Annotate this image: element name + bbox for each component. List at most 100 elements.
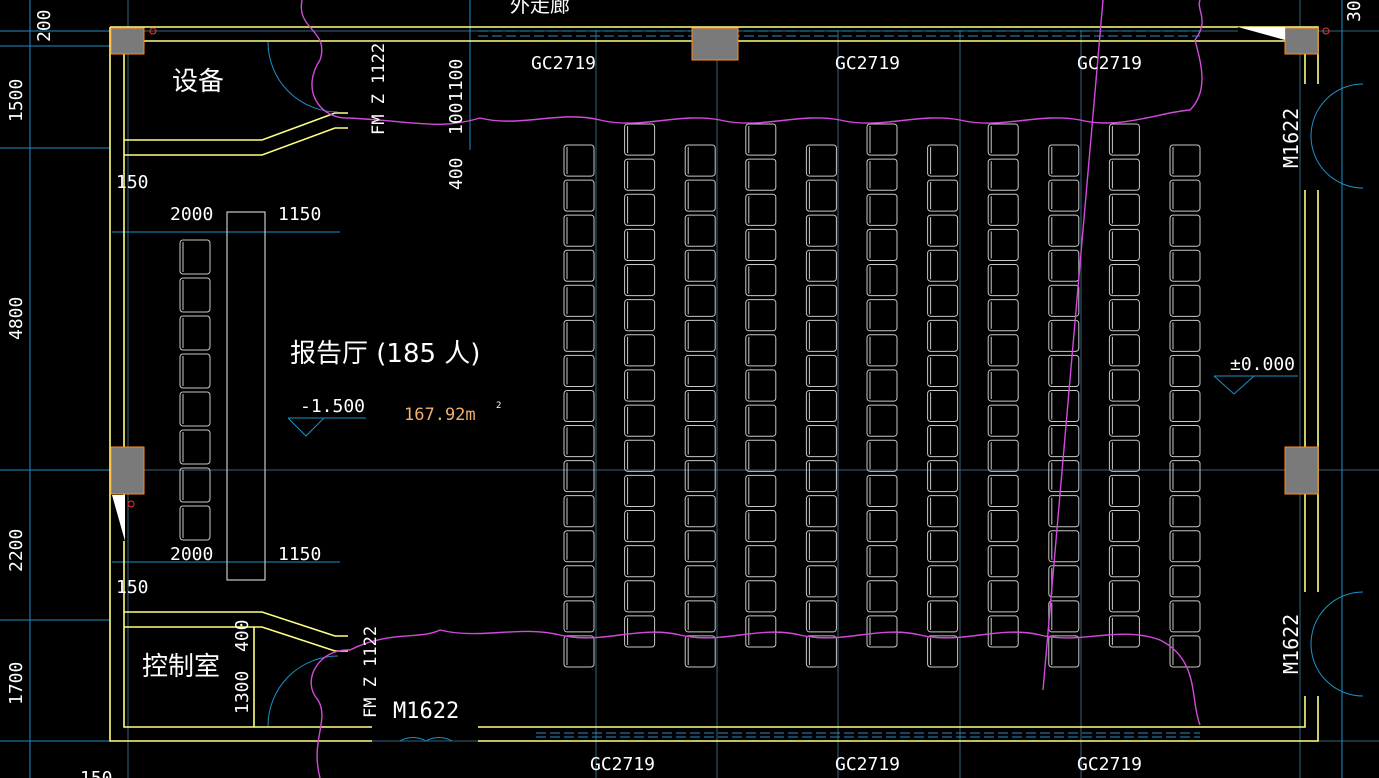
stage-seat	[179, 429, 211, 465]
seat	[987, 123, 1019, 156]
seat	[1048, 284, 1080, 317]
seat	[1108, 299, 1140, 332]
seat	[927, 425, 959, 458]
seat	[805, 495, 837, 528]
label-door-bottom: M1622	[393, 699, 459, 724]
seat	[745, 158, 777, 191]
seat	[1169, 425, 1201, 458]
dim-stage-bottom-1150: 1150	[278, 544, 321, 565]
seat	[745, 228, 777, 262]
seat	[866, 439, 898, 472]
seat	[987, 299, 1019, 332]
seat	[1108, 474, 1140, 507]
dim-control-1300: 1300	[232, 671, 253, 714]
seat	[987, 615, 1019, 648]
seat	[987, 474, 1019, 507]
seat	[987, 509, 1019, 543]
audience-seating	[563, 123, 1201, 668]
seat	[624, 193, 656, 226]
label-top-corridor: 外走廊	[510, 0, 570, 17]
seat	[805, 389, 837, 423]
seat	[987, 439, 1019, 472]
seat	[987, 193, 1019, 226]
stage-seat	[179, 315, 211, 351]
level-markers	[287, 375, 1298, 437]
seat	[866, 404, 898, 437]
seat	[1169, 460, 1201, 493]
seat	[866, 264, 898, 297]
dim-stage-top-150: 150	[116, 172, 149, 193]
seat	[563, 635, 595, 668]
seat	[927, 249, 959, 282]
seat	[684, 179, 716, 212]
level-hall: -1.500	[300, 396, 365, 417]
seat	[866, 369, 898, 402]
room-label-control: 控制室	[142, 652, 220, 682]
seat	[624, 264, 656, 297]
seat	[1108, 193, 1140, 226]
seat	[987, 545, 1019, 578]
seat	[624, 123, 656, 156]
seat	[624, 158, 656, 191]
seat	[563, 284, 595, 317]
dim-top-100: 100	[446, 102, 467, 135]
seat	[1108, 334, 1140, 367]
seat	[866, 334, 898, 367]
seat	[805, 144, 837, 177]
seat	[745, 299, 777, 332]
dim-left-2200: 2200	[6, 529, 27, 572]
seat	[866, 545, 898, 578]
seat	[1048, 354, 1080, 387]
seat	[1169, 635, 1201, 668]
seat	[745, 439, 777, 472]
seat	[1169, 389, 1201, 423]
seat	[927, 460, 959, 493]
seat	[927, 565, 959, 598]
seat	[1048, 144, 1080, 177]
seat	[1048, 495, 1080, 528]
window-tag: GC2719	[835, 754, 900, 775]
seat	[624, 228, 656, 262]
seat	[927, 530, 959, 563]
seat	[684, 354, 716, 387]
windows	[478, 30, 1200, 738]
label-door-right-bottom: M1622	[1279, 614, 1303, 674]
seat	[866, 228, 898, 262]
seat	[1048, 460, 1080, 493]
dim-left-1700: 1700	[6, 662, 27, 705]
seat	[624, 545, 656, 578]
seat	[927, 179, 959, 212]
area-superscript: 2	[496, 401, 501, 411]
seat	[745, 264, 777, 297]
column-markers	[127, 27, 1330, 508]
dim-top-right-300: 300	[1344, 0, 1365, 22]
seat	[624, 334, 656, 367]
seat	[1108, 404, 1140, 437]
seat	[624, 404, 656, 437]
seat	[624, 369, 656, 402]
seat	[745, 123, 777, 156]
seat	[1169, 284, 1201, 317]
seat	[745, 545, 777, 578]
seat	[1048, 319, 1080, 352]
seat	[1048, 635, 1080, 668]
seat	[1108, 264, 1140, 297]
seat	[987, 228, 1019, 262]
seat	[866, 474, 898, 507]
seat	[927, 635, 959, 668]
seat	[805, 600, 837, 633]
seat	[987, 369, 1019, 402]
seat	[927, 354, 959, 387]
seat	[624, 299, 656, 332]
seat	[745, 580, 777, 613]
seat	[563, 565, 595, 598]
seat	[684, 249, 716, 282]
seat	[866, 193, 898, 226]
seat	[563, 389, 595, 423]
seat	[684, 565, 716, 598]
room-label-main-hall: 报告厅 (185 人)	[290, 339, 480, 369]
seat	[1048, 179, 1080, 212]
seat	[563, 249, 595, 282]
